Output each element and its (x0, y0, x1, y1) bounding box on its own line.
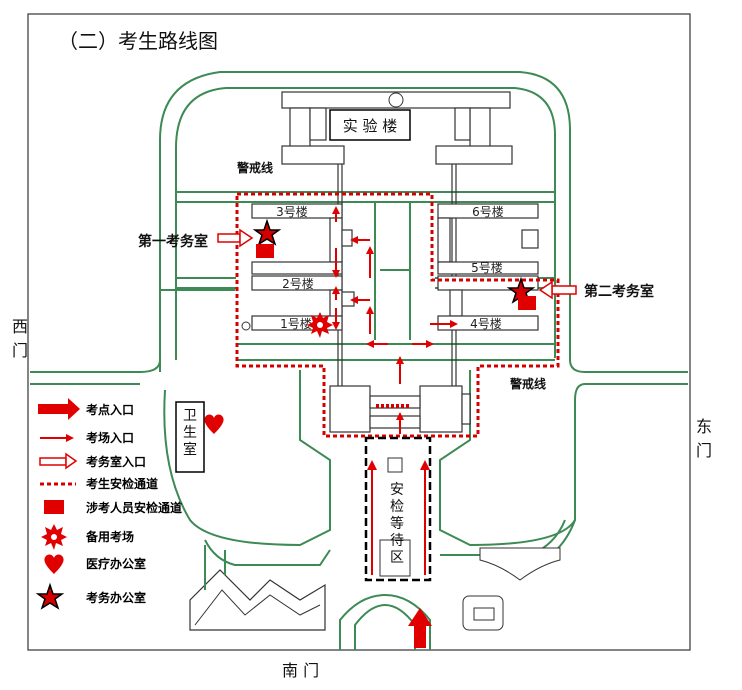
building-3: 3号楼 (251, 203, 353, 275)
building-2-label: 2号楼 (282, 276, 314, 291)
medical-office-icon (204, 414, 224, 434)
east-road (569, 359, 688, 373)
building-6-label: 6号楼 (472, 204, 504, 219)
staff-channel-left-icon (256, 244, 274, 258)
route-arrows (332, 206, 458, 434)
office2-entrance-arrow (538, 280, 577, 300)
legend-label-0: 考点入口 (86, 402, 134, 417)
svg-text:室: 室 (183, 441, 197, 458)
map-frame (27, 13, 691, 651)
building-6: 6号楼 5号楼 (437, 203, 539, 275)
ring-road-outer (159, 71, 571, 372)
rock-garden (189, 569, 326, 631)
svg-text:等: 等 (390, 515, 404, 532)
svg-text:待: 待 (390, 533, 404, 549)
building-4-label: 4号楼 (470, 316, 502, 331)
south-gate-arch-inner (354, 603, 416, 650)
legend-exam-office-entrance-icon (39, 452, 78, 470)
legend: 考点入口 考场入口 考务室入口 考生安检通道 涉考人员安检通道 备用考场 医疗办… (35, 398, 182, 610)
svg-text:安: 安 (390, 482, 404, 498)
east-road-lower (519, 383, 688, 571)
office2-label: 第二考务室 (584, 283, 654, 300)
west-gate-label: 西 门 (12, 317, 28, 360)
svg-text:西: 西 (12, 317, 28, 336)
svg-text:区: 区 (390, 550, 404, 566)
office-star-left-icon (252, 218, 282, 246)
building-2: 2号楼 (251, 275, 355, 317)
south-entrance-arrow (408, 608, 432, 648)
legend-label-7: 考务办公室 (86, 590, 146, 605)
legend-exam-point-entrance-icon (38, 398, 80, 420)
clinic-label: 卫 生 室 (183, 408, 197, 458)
pavilion (462, 547, 561, 631)
legend-exam-affairs-office-icon (35, 582, 65, 610)
security-waiting-area (364, 436, 432, 582)
west-road (30, 289, 235, 373)
southeast-road (439, 370, 576, 547)
southwest-loop (204, 539, 331, 566)
legend-label-1: 考场入口 (86, 430, 134, 445)
road-row-1 (176, 191, 555, 203)
legend-label-2: 考务室入口 (86, 454, 146, 469)
legend-label-4: 涉考人员安检通道 (86, 500, 182, 515)
legend-medical-office-icon (44, 554, 64, 574)
southwest-road (163, 370, 331, 547)
svg-text:东: 东 (696, 417, 712, 436)
legend-staff-channel-icon (44, 500, 64, 514)
east-gate-label: 东 门 (696, 417, 712, 460)
svg-text:检: 检 (390, 499, 404, 515)
svg-text:门: 门 (12, 341, 28, 360)
legend-exam-room-entrance-icon (40, 434, 74, 442)
svg-text:门: 门 (696, 441, 712, 460)
road-row-3 (236, 343, 555, 361)
road-row-2 (176, 277, 555, 289)
waiting-area-label: 安 检 等 待 区 (390, 482, 404, 566)
lab-label: 实 验 楼 (343, 117, 398, 135)
svg-text:卫: 卫 (183, 408, 197, 424)
building-1-label: 1号楼 (280, 316, 312, 331)
svg-text:生: 生 (183, 425, 197, 441)
candidate-security-channel-route (235, 192, 560, 438)
staff-channel-right-icon (518, 296, 536, 310)
garden-paths (204, 545, 226, 590)
map-title: （二）考生路线图 (58, 29, 218, 53)
building-3-label: 3号楼 (276, 204, 308, 219)
legend-label-3: 考生安检通道 (86, 476, 158, 491)
building-5-label: 5号楼 (471, 260, 503, 275)
road-center (374, 202, 411, 340)
clinic-box (175, 401, 205, 473)
lab-label-box (329, 109, 411, 141)
legend-label-5: 备用考场 (85, 529, 134, 544)
guard-line-right-label: 警戒线 (509, 376, 546, 391)
guard-line-top-label: 警戒线 (236, 160, 273, 175)
lab-building: 实 验 楼 (281, 91, 513, 165)
ring-road-inner (175, 87, 556, 360)
office1-label: 第一考务室 (138, 233, 208, 250)
south-gate-label: 南 门 (282, 661, 319, 680)
legend-label-6: 医疗办公室 (86, 556, 146, 571)
office1-entrance-arrow (217, 228, 254, 248)
